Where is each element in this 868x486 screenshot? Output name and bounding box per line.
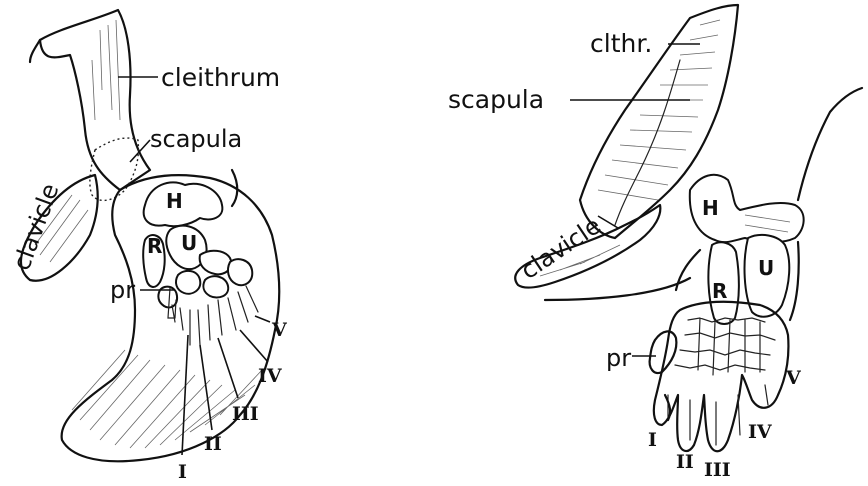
left-cleithrum-tip [30, 40, 40, 62]
left-humerus-bone [144, 182, 223, 226]
left-label-digit-2: II [204, 433, 222, 455]
right-label-scapula: scapula [448, 85, 544, 114]
left-cleithrum-bone [40, 10, 150, 190]
right-label-digit-5: V [785, 367, 802, 389]
right-label-clavicle: clavicle [516, 211, 606, 285]
right-label-digit-4: IV [748, 421, 773, 443]
left-label-humerus: H [166, 189, 183, 213]
right-figure: clthr. scapula clavicle H R U pr I II II… [448, 5, 862, 481]
left-label-digit-4: IV [258, 365, 283, 387]
left-figure: cleithrum scapula clavicle H U R pr I II… [7, 10, 288, 481]
left-label-digit-1: I [178, 461, 187, 481]
right-label-ulna: U [758, 256, 774, 280]
left-label-scapula: scapula [150, 125, 242, 153]
left-label-digit-3: III [232, 403, 259, 425]
right-label-radius: R [712, 279, 727, 303]
left-label-radius: R [147, 234, 162, 258]
left-label-prepollex: pr [110, 276, 135, 304]
right-label-prepollex: pr [606, 344, 631, 372]
left-label-clavicle: clavicle [7, 180, 64, 274]
left-label-digit-5: V [271, 319, 288, 341]
left-label-cleithrum: cleithrum [161, 63, 280, 92]
left-label-ulna: U [181, 231, 197, 255]
right-label-humerus: H [702, 196, 719, 220]
right-label-digit-1: I [648, 429, 657, 451]
right-label-cleithrum: clthr. [590, 29, 652, 58]
right-label-digit-3: III [704, 459, 731, 481]
right-label-digit-2: II [676, 451, 694, 473]
